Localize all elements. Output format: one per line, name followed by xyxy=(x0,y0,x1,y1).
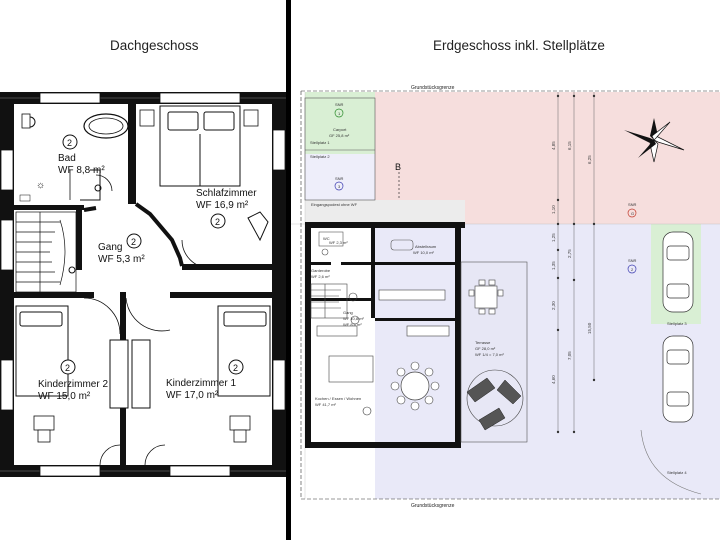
label-gang-eg: Gang xyxy=(343,310,353,315)
label-carport: Carport xyxy=(333,127,347,132)
title-erdgeschoss: Erdgeschoss inkl. Stellplätze xyxy=(433,38,605,53)
dim-a2: 1,10 xyxy=(551,205,556,214)
area-terrasse: GF 28,0 m² xyxy=(475,346,496,351)
dim-a1: 4,85 xyxy=(551,141,556,150)
label-kinderzimmer-1: Kinderzimmer 1 xyxy=(166,378,236,389)
snr-1-num: 1 xyxy=(338,111,341,116)
label-stellplatz-1: Stellplatz 1 xyxy=(310,140,330,145)
dim-c2: 15,50 xyxy=(587,322,592,334)
svg-text:☼: ☼ xyxy=(36,180,45,191)
label-eingang: Eingangspodest ohne WF xyxy=(311,202,358,207)
area-schlafzimmer: WF 16,9 m² xyxy=(196,200,249,211)
num-schlafzimmer: 2 xyxy=(215,217,220,227)
north-arrow-icon xyxy=(624,118,685,163)
label-schlafzimmer: Schlafzimmer xyxy=(196,188,257,199)
label-terrasse: Terrasse xyxy=(475,340,491,345)
area2-gang-eg: WF 8,6 m² xyxy=(343,322,362,327)
num-bad: 2 xyxy=(67,138,72,148)
label-abstellraum: Abstellraum xyxy=(415,244,437,249)
label-stellplatz-4: Stellplatz 4 xyxy=(667,470,687,475)
staircase xyxy=(15,211,77,293)
label-gang: Gang xyxy=(98,242,122,253)
area2-terrasse: WF 1/4 = 7,0 m² xyxy=(475,352,504,357)
label-kochen: Kochen / Essen / Wohnen xyxy=(315,396,361,401)
dim-a6: 4,60 xyxy=(551,375,556,384)
area-gang-eg: WF 10,8 m² xyxy=(343,316,365,321)
area-wc: WF 2,3 m² xyxy=(329,240,348,245)
area-kinderzimmer-1: WF 17,0 m² xyxy=(166,390,219,401)
car-1-icon xyxy=(662,231,694,313)
snr-2-label: SNR xyxy=(628,258,637,263)
grenze-bottom: Grundstücksgrenze xyxy=(411,503,455,509)
snr-1-label: SNR xyxy=(335,102,344,107)
snr-2-num: 2 xyxy=(631,267,634,272)
num-gang: 2 xyxy=(131,237,136,247)
dim-a4: 1,35 xyxy=(551,261,556,270)
area-gang: WF 5,3 m² xyxy=(98,254,145,265)
area-abstellraum: WF 10,0 m² xyxy=(413,250,435,255)
area-bad: WF 8,8 m² xyxy=(58,165,105,176)
carport-area xyxy=(305,92,375,154)
label-bad: Bad xyxy=(58,153,76,164)
dim-a5: 2,30 xyxy=(551,301,556,310)
label-stellplatz-3: Stellplatz 3 xyxy=(667,321,687,326)
num-kinderzimmer-1: 2 xyxy=(233,363,238,373)
marker-b: B xyxy=(395,162,401,172)
area-kinderzimmer-2: WF 15,0 m² xyxy=(38,391,91,402)
label-stellplatz-2: Stellplatz 2 xyxy=(310,154,330,159)
dim-c1: 6,25 xyxy=(587,155,592,164)
snr-g-num: G xyxy=(631,211,634,216)
snr-g-label: SNR xyxy=(628,202,637,207)
title-dachgeschoss: Dachgeschoss xyxy=(110,38,199,53)
dim-a3: 1,25 xyxy=(551,233,556,242)
erdgeschoss-plan: Grundstücksgrenze Grundstücksgrenze Carp… xyxy=(291,85,720,509)
grenze-top: Grundstücksgrenze xyxy=(411,85,455,91)
snr-3-label: SNR xyxy=(335,176,344,181)
car-2-icon xyxy=(662,335,694,423)
eg-staircase xyxy=(310,283,348,319)
panel-divider xyxy=(286,0,291,540)
label-kinderzimmer-2: Kinderzimmer 2 xyxy=(38,379,108,390)
dim-b1: 6,15 xyxy=(567,141,572,150)
dachgeschoss-plan: ☼ xyxy=(0,92,286,477)
label-wc: WC xyxy=(323,236,330,241)
num-kinderzimmer-2: 2 xyxy=(65,363,70,373)
dim-b3: 7,05 xyxy=(567,351,572,360)
area-garderobe: WF 2,6 m² xyxy=(311,274,330,279)
area-carport: GF 25,8 m² xyxy=(329,133,350,138)
snr-3-num: 3 xyxy=(338,184,341,189)
label-garderobe: Garderobe xyxy=(311,268,331,273)
area-kochen: WF 41,7 m² xyxy=(315,402,337,407)
dining-table xyxy=(400,371,430,401)
dim-b2: 2,75 xyxy=(567,249,572,258)
